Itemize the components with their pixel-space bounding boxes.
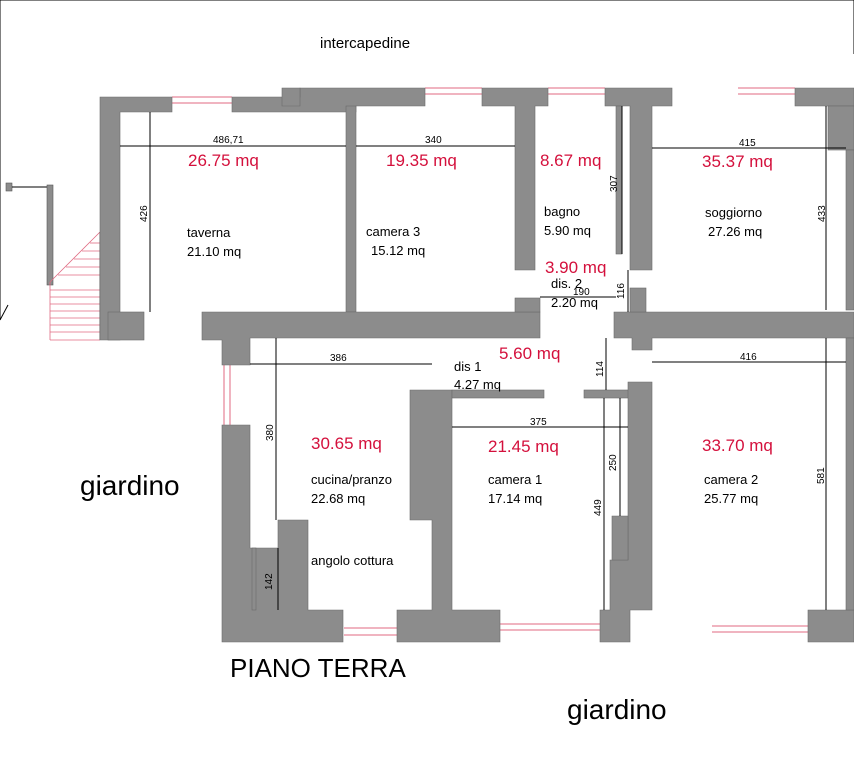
cucina-area: 22.68 mq [311,491,365,506]
taverna-area: 21.10 mq [187,244,241,259]
dis1-name: dis 1 [454,359,481,374]
taverna-name: taverna [187,225,231,240]
dim-camera2-depth: 581 [816,467,827,484]
dim-soggiorno-depth: 433 [817,205,828,222]
dim-dis1-width: 386 [330,353,347,364]
camera3-gross-area: 19.35 mq [386,151,457,170]
walls [99,87,854,643]
dim-camera1-door: 250 [608,454,619,471]
site-outline [0,0,854,321]
dim-angolo-cottura: 142 [264,573,275,590]
dim-taverna-depth: 426 [139,205,150,222]
camera3-name: camera 3 [366,224,420,239]
dim-soggiorno-width: 415 [739,138,756,149]
soggiorno-gross-area: 35.37 mq [702,152,773,171]
dim-cucina-width: 380 [265,424,276,441]
dim-camera1-width: 375 [530,417,547,428]
garden-left-label: giardino [80,470,180,501]
dimension-labels: 486,71 340 415 426 307 433 190 116 386 4… [139,135,828,590]
dim-camera3-width: 340 [425,135,442,146]
dim-dis2-depth: 116 [616,283,627,299]
dim-dis1-depth: 114 [595,361,606,377]
dim-dis2-width: 190 [573,287,590,298]
room-labels: taverna 21.10 mq camera 3 15.12 mq bagno… [187,204,762,568]
camera2-area: 25.77 mq [704,491,758,506]
gross-areas: 26.75 mq 19.35 mq 8.67 mq 35.37 mq 3.90 … [188,151,773,456]
camera2-gross-area: 33.70 mq [702,436,773,455]
bagno-area: 5.90 mq [544,223,591,238]
bagno-gross-area: 8.67 mq [540,151,601,170]
dimension-lines [120,106,846,610]
taverna-gross-area: 26.75 mq [188,151,259,170]
cucina-name: cucina/pranzo [311,472,392,487]
windows [172,87,808,636]
dis1-gross-area: 5.60 mq [499,344,560,363]
cucina-gross-area: 30.65 mq [311,434,382,453]
dis2-name: dis. 2 [551,276,582,291]
dim-taverna-width: 486,71 [213,135,244,146]
dim-bagno-depth: 307 [609,175,620,192]
camera2-name: camera 2 [704,472,758,487]
camera1-gross-area: 21.45 mq [488,437,559,456]
dis2-gross-area: 3.90 mq [545,258,606,277]
garden-bottom-label: giardino [567,694,667,725]
dim-camera2-width: 416 [740,352,757,363]
plan-title: PIANO TERRA [230,653,406,683]
camera3-area: 15.12 mq [371,243,425,258]
dis2-area: 2.20 mq [551,295,598,310]
dis1-area: 4.27 mq [454,377,501,392]
soggiorno-area: 27.26 mq [708,224,762,239]
soggiorno-name: soggiorno [705,205,762,220]
camera1-area: 17.14 mq [488,491,542,506]
intercapedine-label: intercapedine [320,35,410,52]
dim-camera1-depth: 449 [593,499,604,516]
bagno-name: bagno [544,204,580,219]
external-stair [5,182,101,341]
camera1-name: camera 1 [488,472,542,487]
angolo-cottura-label: angolo cottura [311,553,394,568]
